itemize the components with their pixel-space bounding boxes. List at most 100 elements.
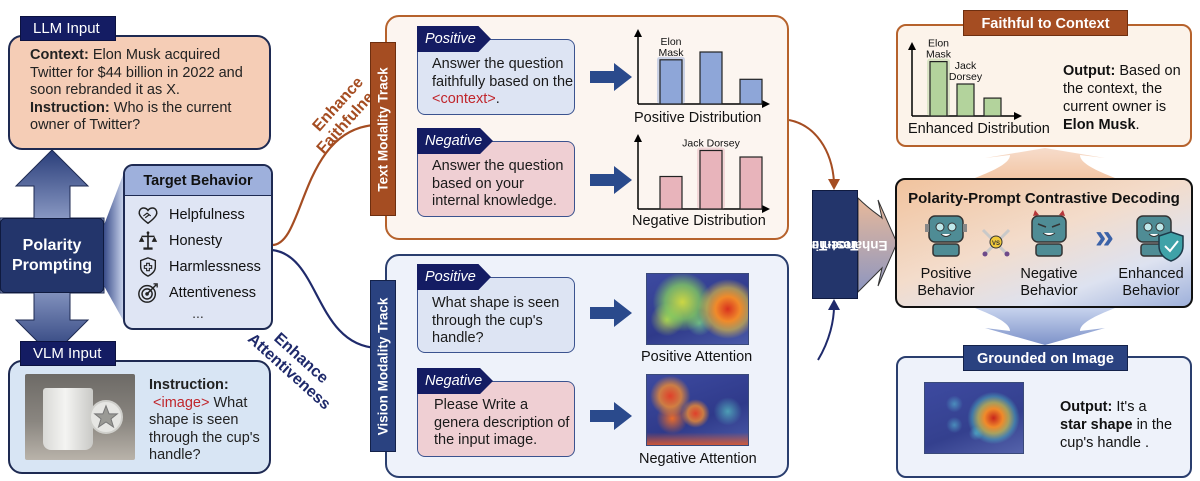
shield-check-icon <box>1158 231 1184 262</box>
mug-image <box>25 374 135 460</box>
bar-label: Jack <box>955 60 977 72</box>
right-arrow-icon <box>590 299 632 327</box>
vlm-input-box: Instruction: <image> What shape is seen … <box>8 360 271 474</box>
right-arrow-icon <box>590 63 632 91</box>
grounded-output-text: Output: It's a star shape in the cup's h… <box>1060 398 1185 452</box>
output-text: Based on the context, the current owner … <box>1063 63 1181 115</box>
shield-plus-icon <box>139 257 157 277</box>
bar <box>929 61 948 117</box>
negative-attention-caption: Negative Attention <box>639 451 757 467</box>
output-answer: Elon Musk <box>1063 117 1136 133</box>
instruction-text: Who is the current owner of Twitter? <box>30 99 232 134</box>
bar <box>659 175 683 210</box>
positive-robot-icon <box>925 215 967 257</box>
handshake-heart-icon <box>138 207 158 225</box>
vlm-instruction-text: What shape is seen through the cup's han… <box>149 394 260 464</box>
bar-label: Jack Dorsey <box>682 138 741 150</box>
context-token: <context> <box>432 91 496 107</box>
target-icon <box>138 283 158 303</box>
context-label: Context: <box>30 47 89 63</box>
right-arrow-icon <box>590 402 632 430</box>
text-positive-tag: Positive <box>417 26 491 52</box>
bar <box>659 59 683 105</box>
bar-label: Mask <box>658 47 684 59</box>
vlm-instruction-label: Instruction: <box>149 377 229 393</box>
right-arrow-icon <box>590 166 632 194</box>
bar-label: Mask <box>926 49 952 61</box>
down-to-grounded-arrow <box>975 308 1115 345</box>
enhanced-robot-icon <box>1136 215 1184 262</box>
behavior-item-helpfulness: Helpfulness <box>125 202 271 228</box>
faithful-to-context-tag: Faithful to Context <box>963 10 1128 36</box>
vs-text: VS <box>992 241 1000 247</box>
x-axis-arrowhead <box>762 205 770 213</box>
polarity-prompting-box: Polarity Prompting <box>0 218 104 293</box>
chevron-right-double-icon: » <box>1095 218 1114 256</box>
target-behavior-fan <box>104 175 123 320</box>
grounded-attention-heatmap <box>924 382 1024 454</box>
y-axis-arrowhead <box>634 134 642 142</box>
y-axis-arrowhead <box>634 29 642 37</box>
target-behavior-title: Target Behavior <box>125 166 271 196</box>
prompt-text: Answer the question based on your intern… <box>432 158 564 209</box>
llm-input-box: Context: Elon Musk acquired Twitter for … <box>8 35 271 150</box>
negative-distribution-caption: Negative Distribution <box>632 213 766 229</box>
behavior-item-honesty: Honesty <box>125 228 271 254</box>
image-token: <image> <box>153 394 210 411</box>
scales-icon <box>138 231 158 250</box>
prompt-text: What shape is seen through the cup's han… <box>432 295 560 346</box>
target-behavior-box: Target Behavior Helpfulness Honesty Harm… <box>123 164 273 330</box>
behavior-label: Harmlessness <box>169 259 261 275</box>
polarity-prompting-line2: Prompting <box>12 256 92 274</box>
bar <box>739 156 763 210</box>
x-axis-arrowhead <box>1014 112 1022 120</box>
enhanced-distribution-caption: Enhanced Distribution <box>908 121 1050 137</box>
context-text: Elon Musk acquired Twitter for $44 billi… <box>30 47 243 98</box>
pcd-title: Polarity-Prompt Contrastive Decoding <box>908 190 1180 207</box>
output-end: . <box>1135 117 1140 133</box>
bar-label: Elon <box>660 36 681 48</box>
prompt-text: Answer the question faithfully based on … <box>432 56 574 90</box>
behavior-item-harmlessness: Harmlessness <box>125 254 271 280</box>
output-text: It's a <box>1116 399 1147 415</box>
negative-attention-heatmap <box>646 374 749 446</box>
vision-track-label: Vision Modality Track <box>370 280 396 452</box>
prompt-end: . <box>495 91 500 107</box>
bar <box>983 97 1002 117</box>
up-to-faithful-arrow <box>975 148 1115 178</box>
negative-distribution-chart: Jack Dorsey <box>634 134 770 213</box>
polarity-prompt-contrastive-decoding-box: Polarity-Prompt Contrastive Decoding VS … <box>895 178 1193 308</box>
output-bold: star shape <box>1060 417 1133 433</box>
mug-body <box>43 388 93 450</box>
vlm-input-tag: VLM Input <box>20 341 116 366</box>
bar <box>699 51 723 105</box>
positive-attention-caption: Positive Attention <box>641 349 753 365</box>
output-text: in the cup's handle . <box>1060 417 1173 451</box>
bar-label: Dorsey <box>949 71 983 83</box>
faithful-output-text: Output: Based on the context, the curren… <box>1063 62 1183 134</box>
prompt-text: Please Write a genera description of the… <box>434 397 570 448</box>
attentiveness-arrow <box>271 248 378 350</box>
text-positive-prompt: Answer the question faithfully based on … <box>417 39 575 115</box>
grounded-on-image-tag: Grounded on Image <box>963 345 1128 371</box>
star-icon <box>93 404 119 429</box>
tte-fan-arrow <box>857 196 898 294</box>
bar <box>956 83 975 117</box>
positive-distribution-caption: Positive Distribution <box>634 110 762 126</box>
behavior-label: Helpfulness <box>169 207 245 223</box>
behavior-item-attentiveness: Attentiveness <box>125 280 271 306</box>
test-time-enhancement-label: Test-Time Enhancement <box>795 237 888 253</box>
negative-robot-icon <box>1031 210 1067 257</box>
vision-track-to-tte-arrow <box>817 305 835 361</box>
more-behaviors-ellipsis: ... <box>192 305 204 321</box>
behavior-label: Attentiveness <box>169 285 257 301</box>
llm-input-text: Context: Elon Musk acquired Twitter for … <box>30 47 265 135</box>
vlm-input-text: Instruction: <image> What shape is seen … <box>149 377 269 465</box>
text-negative-tag: Negative <box>417 128 493 154</box>
output-label: Output: <box>1060 399 1113 415</box>
